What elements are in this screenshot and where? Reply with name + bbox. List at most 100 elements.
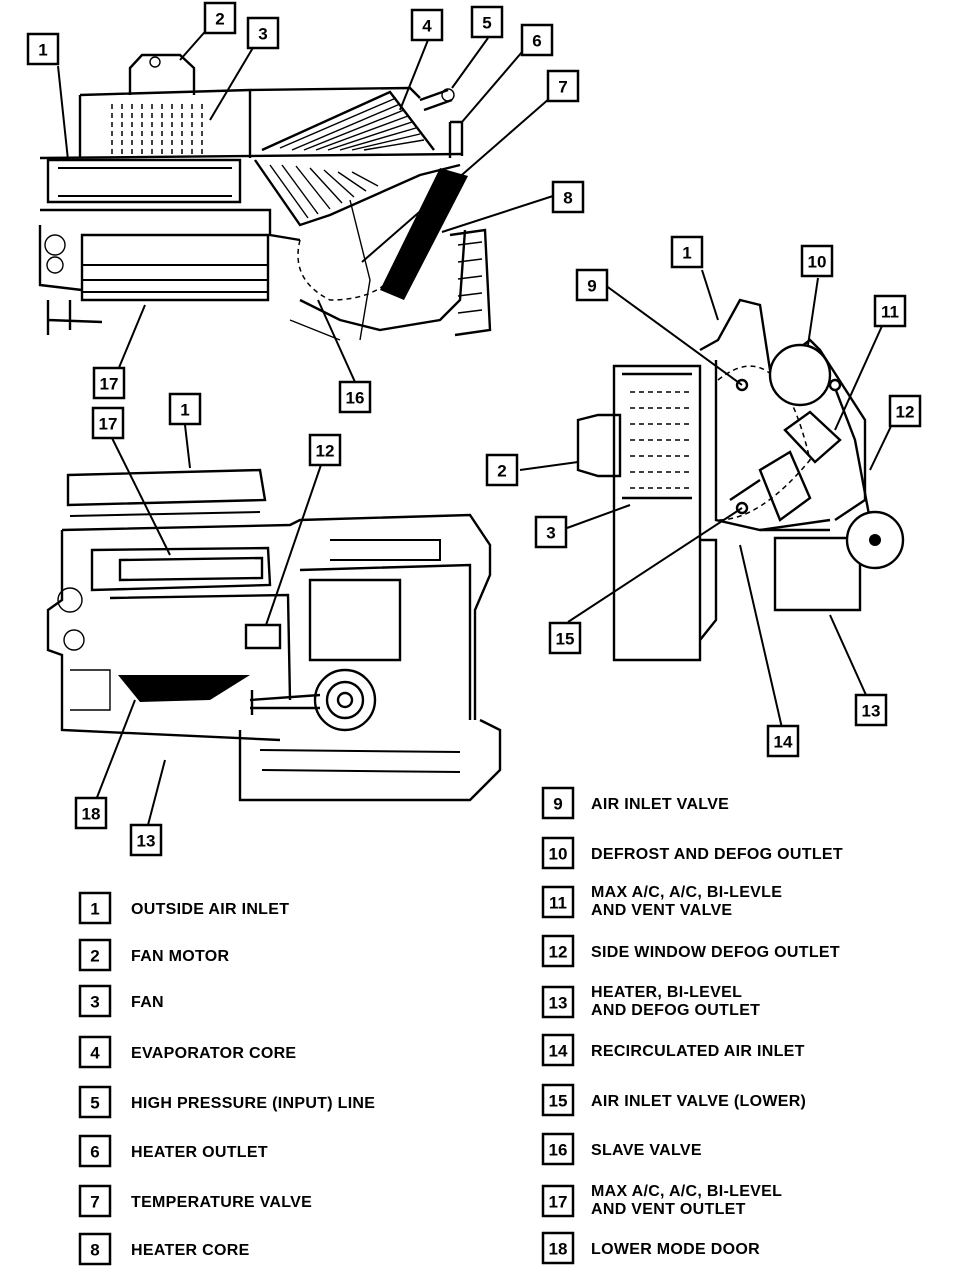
legend-right-box-18: 18: [541, 1231, 575, 1265]
callout-lower-view-17-number: 17: [99, 415, 118, 434]
legend-label-13-line-2: AND DEFOG OUTLET: [591, 1002, 760, 1019]
callout-top-view-3: 3: [246, 16, 280, 50]
legend-right-box-16: 16: [541, 1132, 575, 1166]
legend-left-box-7: 7: [78, 1184, 112, 1218]
callout-top-view-6-number: 6: [532, 32, 541, 51]
callout-top-view-3-number: 3: [258, 25, 267, 44]
callout-top-view-5-number: 5: [482, 14, 491, 33]
callout-top-view-16-number: 16: [346, 389, 365, 408]
legend-label-7: TEMPERATURE VALVE: [131, 1194, 312, 1211]
callout-top-view-1-number: 1: [38, 41, 47, 60]
callout-right-view-12-number: 12: [896, 403, 915, 422]
legend-left-box-1: 1: [78, 891, 112, 925]
callout-right-view-14: 14: [766, 724, 800, 758]
legend-left-box-8: 8: [78, 1232, 112, 1266]
legend-left-box-4: 4: [78, 1035, 112, 1069]
legend-label-1: OUTSIDE AIR INLET: [131, 901, 289, 918]
legend-right-box-12-number: 12: [549, 943, 568, 962]
legend-left-box-3-number: 3: [90, 993, 99, 1012]
callout-right-view-3: 3: [534, 515, 568, 549]
callout-right-view-2-number: 2: [497, 462, 506, 481]
top-view-drawing: [38, 53, 492, 341]
callout-right-view-1: 1: [670, 235, 704, 269]
callout-top-view-17-number: 17: [100, 375, 119, 394]
legend-label-13-line-1: HEATER, BI-LEVEL: [591, 984, 742, 1001]
legend-label-2: FAN MOTOR: [131, 948, 230, 965]
callout-lower-view-18-number: 18: [82, 805, 101, 824]
callout-top-view-1: 1: [26, 32, 60, 66]
callout-lower-view-12-number: 12: [316, 442, 335, 461]
legend-left-box-6: 6: [78, 1134, 112, 1168]
callout-lower-view-13-number: 13: [137, 832, 156, 851]
legend-label-11-line-2: AND VENT VALVE: [591, 902, 732, 919]
callout-right-view-1-number: 1: [682, 244, 691, 263]
legend-right-box-13-number: 13: [549, 994, 568, 1013]
callout-right-view-3-number: 3: [546, 524, 555, 543]
legend-right-box-13: 13: [541, 985, 575, 1019]
callout-top-view-8-number: 8: [563, 189, 572, 208]
legend-right-box-12: 12: [541, 934, 575, 968]
legend-right-column: 9 AIR INLET VALVE 10 DEFROST AND DEFOG OUTL…: [541, 786, 843, 1265]
legend-label-15: AIR INLET VALVE (LOWER): [591, 1093, 806, 1110]
legend-label-18: LOWER MODE DOOR: [591, 1241, 760, 1258]
callout-top-view-4: 4: [410, 8, 444, 42]
legend-label-16: SLAVE VALVE: [591, 1142, 702, 1159]
legend-right-box-17: 17: [541, 1184, 575, 1218]
callout-right-view-2: 2: [485, 453, 519, 487]
top-view-leaders: [57, 25, 554, 383]
legend-left-box-7-number: 7: [90, 1193, 99, 1212]
legend-right-box-15-number: 15: [549, 1092, 568, 1111]
legend-right-box-17-number: 17: [549, 1193, 568, 1212]
callout-right-view-15-number: 15: [556, 630, 575, 649]
legend-label-9: AIR INLET VALVE: [591, 796, 729, 813]
callout-right-view-15: 15: [548, 621, 582, 655]
callout-right-view-9: 9: [575, 268, 609, 302]
legend-right-box-14-number: 14: [549, 1042, 568, 1061]
callout-top-view-4-number: 4: [422, 17, 432, 36]
lower-view-drawing: [46, 468, 502, 802]
legend-right-box-10: 10: [541, 836, 575, 870]
callout-right-view-10: 10: [800, 244, 834, 278]
callout-top-view-17: 17: [92, 366, 126, 400]
legend-label-10: DEFROST AND DEFOG OUTLET: [591, 846, 843, 863]
callout-lower-view-18: 18: [74, 796, 108, 830]
callout-right-view-9-number: 9: [587, 277, 596, 296]
legend-label-3: FAN: [131, 994, 164, 1011]
callout-top-view-8: 8: [551, 180, 585, 214]
legend-right-box-14: 14: [541, 1033, 575, 1067]
callout-right-view-12: 12: [888, 394, 922, 428]
legend-label-11-line-1: MAX A/C, A/C, BI-LEVLE: [591, 884, 782, 901]
legend-left-box-3: 3: [78, 984, 112, 1018]
legend-label-8: HEATER CORE: [131, 1242, 250, 1259]
legend-right-box-11: 11: [541, 885, 575, 919]
callout-right-view-11-number: 11: [881, 303, 899, 322]
callout-top-view-2-number: 2: [215, 10, 224, 29]
callout-top-view-2: 2: [203, 1, 237, 35]
legend-left-box-1-number: 1: [90, 900, 99, 919]
callout-top-view-16: 16: [338, 380, 372, 414]
legend-left-box-5-number: 5: [90, 1094, 99, 1113]
callout-top-view-7-number: 7: [558, 78, 567, 97]
callout-right-view-11: 11: [873, 294, 907, 328]
legend-right-box-9: 9: [541, 786, 575, 820]
legend-left-box-8-number: 8: [90, 1241, 99, 1260]
right-view-drawing: [576, 298, 905, 662]
callout-lower-view-1: 1: [168, 392, 202, 426]
callout-top-view-7: 7: [546, 69, 580, 103]
legend-right-box-10-number: 10: [549, 845, 568, 864]
right-view-leaders: [519, 269, 895, 729]
legend-label-6: HEATER OUTLET: [131, 1144, 268, 1161]
legend-label-5: HIGH PRESSURE (INPUT) LINE: [131, 1095, 375, 1112]
legend-left-box-4-number: 4: [90, 1044, 100, 1063]
legend-label-17-line-1: MAX A/C, A/C, BI-LEVEL: [591, 1183, 782, 1200]
callout-top-view-6: 6: [520, 23, 554, 57]
legend-right-box-16-number: 16: [549, 1141, 568, 1160]
legend-left-box-2-number: 2: [90, 947, 99, 966]
legend-left-box-6-number: 6: [90, 1143, 99, 1162]
legend-right-box-18-number: 18: [549, 1240, 568, 1259]
callout-top-view-5: 5: [470, 5, 504, 39]
